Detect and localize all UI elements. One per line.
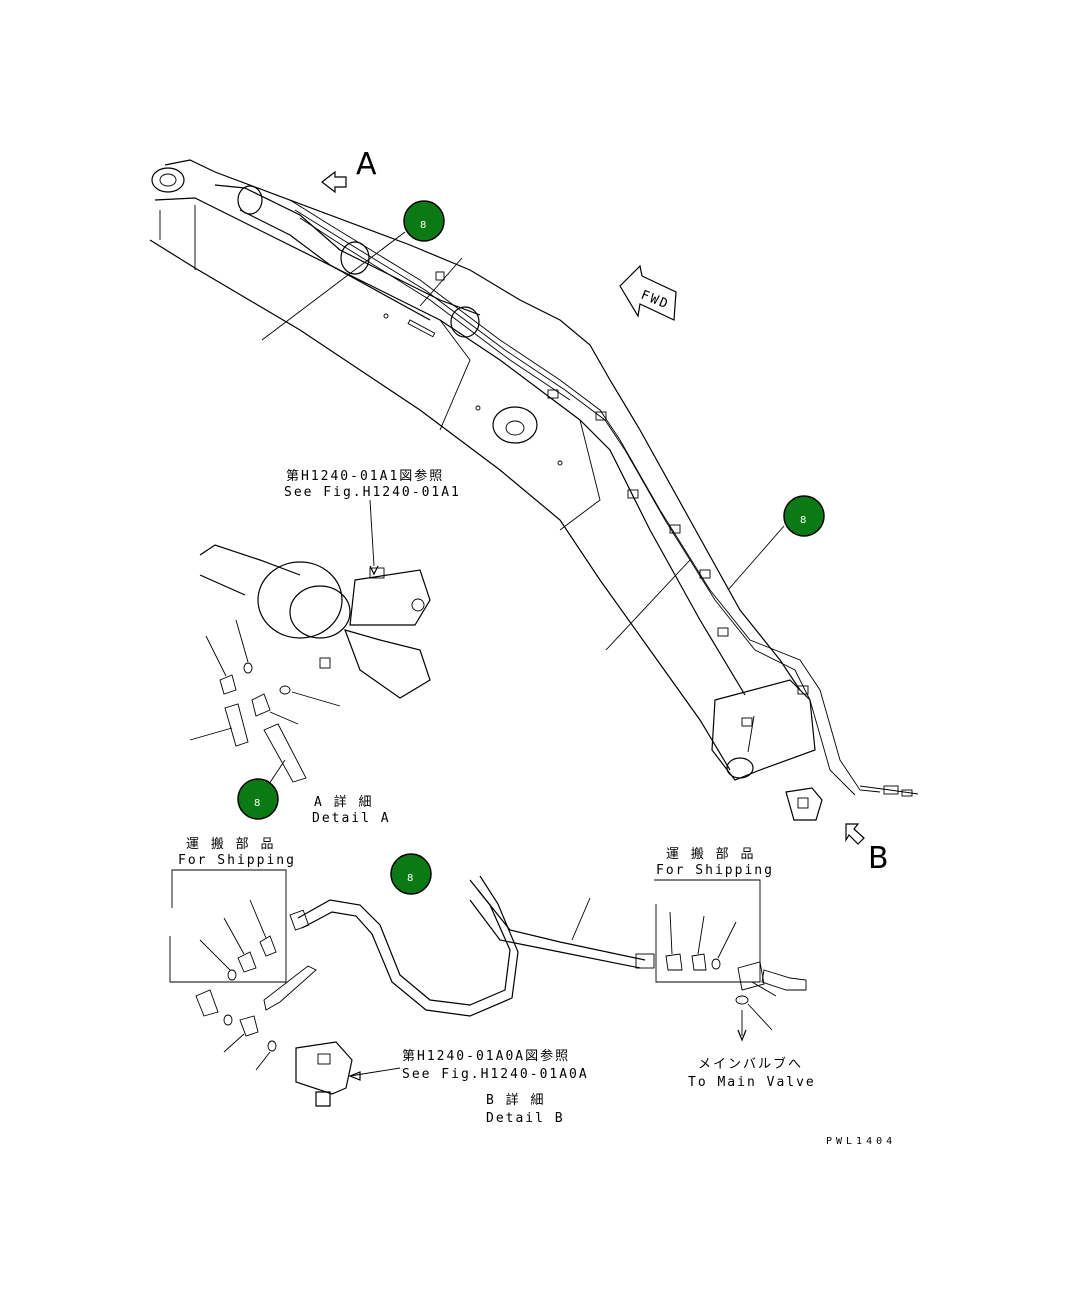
shipping-bracket-right [654, 879, 807, 1042]
detail-b-valve-small [785, 787, 823, 821]
ref-b-en: See Fig.H1240-01A0A [402, 1067, 589, 1082]
detail-b-title-en: Detail B [486, 1111, 565, 1126]
callout-badge-3[interactable]: 8 [237, 778, 279, 820]
shipping-bracket-left [169, 869, 287, 983]
callout-badge-1[interactable]: 8 [403, 200, 445, 242]
shipping-left-jp: 運 搬 部 品 [186, 837, 275, 852]
detail-a-drawing [189, 499, 431, 791]
view-b-label: B [868, 841, 889, 876]
view-b-indicator: B [845, 823, 889, 876]
callout-number-4: 8 [407, 873, 413, 884]
view-a-label: A [356, 147, 377, 182]
ref-a-jp: 第H1240-01A1図参照 [286, 468, 444, 484]
main-valve-jp: メインバルブへ [698, 1056, 803, 1072]
fwd-label: FWD [639, 288, 672, 313]
view-a-indicator: A [321, 147, 377, 194]
detail-b-hoses [195, 875, 655, 1107]
callout-badge-2[interactable]: 8 [783, 495, 825, 537]
ref-b-jp: 第H1240-01A0A図参照 [402, 1048, 570, 1064]
shipping-left-en: For Shipping [178, 853, 296, 868]
shipping-right-en: For Shipping [656, 863, 774, 878]
fwd-arrow: FWD [619, 264, 677, 321]
detail-a-title-jp: A 詳 細 [314, 794, 373, 810]
main-valve-en: To Main Valve [688, 1075, 816, 1090]
callout-number-3: 8 [254, 798, 260, 809]
ref-a-en: See Fig.H1240-01A1 [284, 485, 461, 500]
shipping-right-jp: 運 搬 部 品 [666, 847, 755, 862]
callout-number-2: 8 [800, 515, 806, 526]
callout-badge-4[interactable]: 8 [390, 853, 432, 895]
drawing-code: PWL1404 [826, 1136, 896, 1147]
callout-number-1: 8 [420, 220, 426, 231]
detail-a-title-en: Detail A [312, 811, 391, 826]
detail-b-title-jp: B 詳 細 [486, 1092, 545, 1108]
boom-assembly [149, 159, 919, 797]
